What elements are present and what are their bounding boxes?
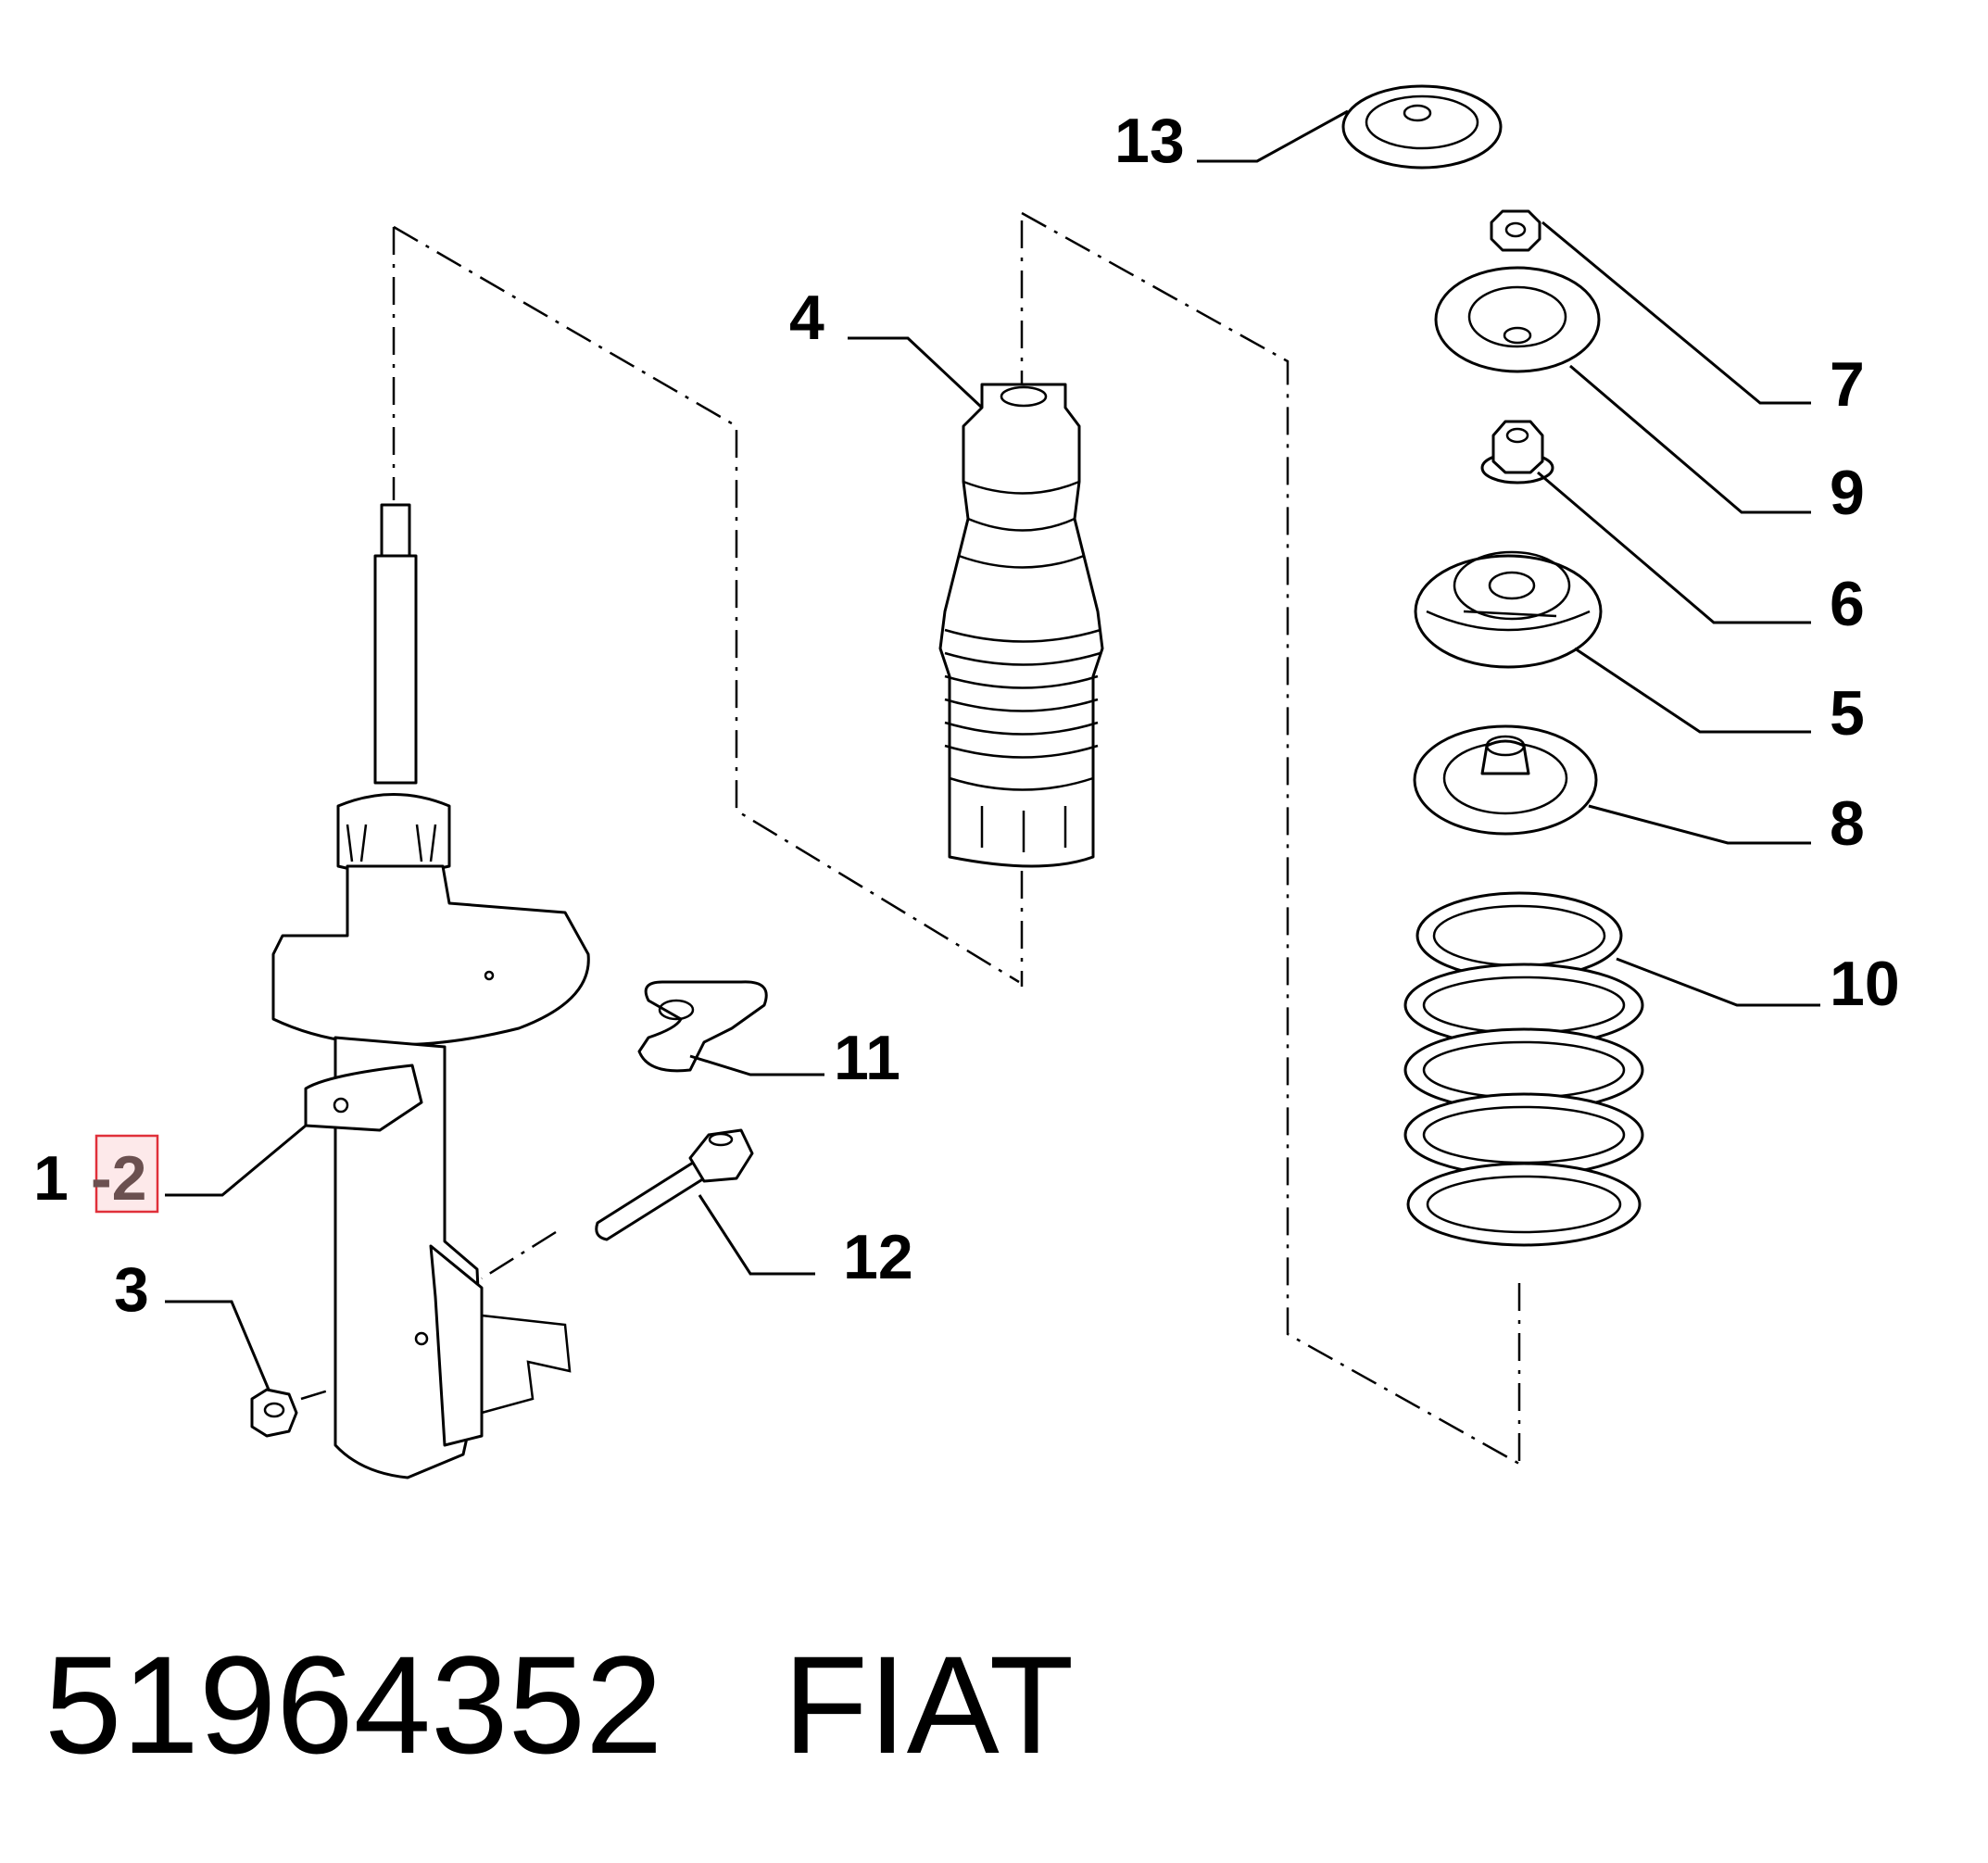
part-1-2-shock-absorber	[271, 503, 590, 1479]
callout-10: 10	[1830, 949, 1900, 1019]
callout-9: 9	[1830, 458, 1865, 528]
callout-3: 3	[114, 1254, 149, 1325]
callout-2-highlight	[94, 1134, 159, 1214]
part-5-strut-bearing	[1414, 550, 1603, 669]
leader-lines	[165, 109, 1820, 1391]
part-12-bolt	[595, 1128, 754, 1241]
part-number: 51964352	[44, 1627, 663, 1782]
part-3-nut	[250, 1388, 298, 1438]
callout-8: 8	[1830, 788, 1865, 859]
brand-name: FIAT	[783, 1627, 1075, 1782]
callout-labels: 13 4 7 9 6 5 8 10 11 12 3 1 -2	[33, 106, 1900, 1325]
part-11-retaining-clip	[637, 980, 768, 1073]
callout-13: 13	[1114, 106, 1185, 176]
part-13-top-cap	[1341, 84, 1503, 170]
callout-4: 4	[789, 283, 824, 353]
callout-5: 5	[1830, 678, 1865, 749]
callout-7: 7	[1830, 349, 1865, 420]
callout-1: 1	[33, 1143, 69, 1214]
callout-2: -2	[91, 1143, 146, 1214]
callout-11: 11	[834, 1023, 900, 1093]
callout-6: 6	[1830, 569, 1865, 639]
part-9-upper-mount	[1434, 266, 1601, 373]
part-6-flange-nut	[1480, 420, 1554, 485]
part-4-dust-boot	[938, 383, 1104, 868]
part-8-spring-seat	[1413, 724, 1598, 836]
callout-12: 12	[843, 1222, 913, 1292]
part-7-nut	[1490, 209, 1541, 252]
part-10-coil-spring	[1403, 891, 1644, 1247]
